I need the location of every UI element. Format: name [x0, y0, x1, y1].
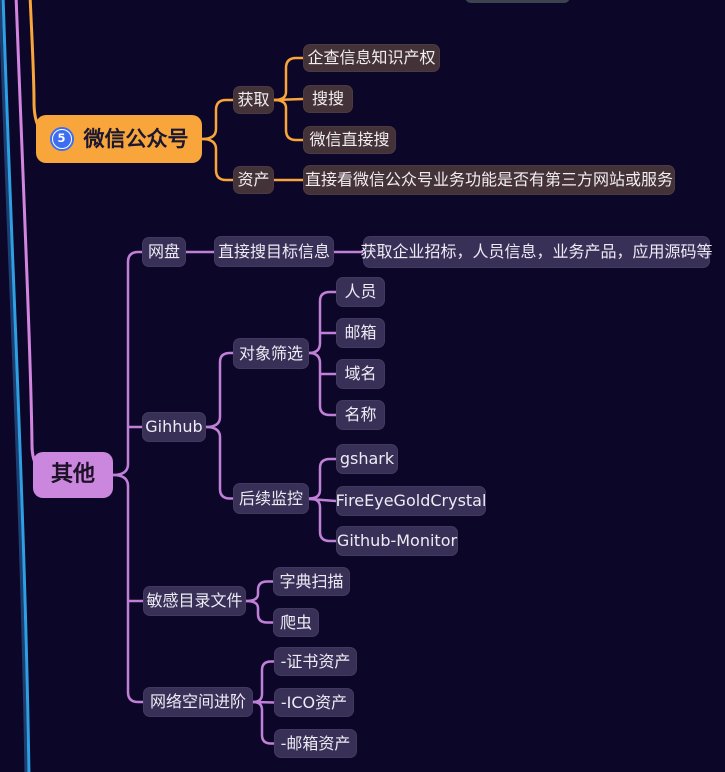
qita-to-wangpan [112, 250, 143, 477]
connector-huoqu-children [273, 56, 304, 142]
node-pachong-label: 爬虫 [279, 612, 312, 632]
node-ico-label: -ICO资产 [280, 692, 348, 712]
wechat-to-zichan [201, 137, 233, 182]
node-mingcheng[interactable]: 名称 [336, 400, 385, 430]
node-gshark[interactable]: gshark [336, 444, 398, 474]
node-zichan-label: 资产 [237, 170, 270, 189]
node-duixiang-label: 对象筛选 [238, 343, 303, 363]
gihhub-to-duixiang [205, 351, 233, 429]
connector-mingan-children [245, 580, 273, 624]
node-zhengshu-label: -证书资产 [280, 651, 351, 671]
node-gihhub-label: Gihhub [145, 417, 203, 436]
node-zichan[interactable]: 资产 [233, 166, 274, 194]
node-huoqu[interactable]: 获取 [233, 86, 274, 114]
node-youxiang-zichan-label: -邮箱资产 [280, 733, 351, 753]
node-sousou[interactable]: 搜搜 [303, 85, 353, 113]
node-zichan-note-label: 直接看微信公众号业务功能是否有第三方网站或服务 [304, 170, 673, 189]
number-5-badge-icon: 5 [49, 127, 74, 151]
trunk-blue-dark-path [0, 0, 28, 772]
node-zidian-label: 字典扫描 [279, 571, 344, 591]
node-direct-search-target-label: 直接搜目标信息 [217, 241, 330, 261]
node-renyuan-label: 人员 [344, 282, 377, 301]
duixiang-to-renyuan [308, 290, 336, 355]
node-fireeyegoldcrystal[interactable]: FireEyeGoldCrystal [336, 486, 486, 516]
connector-wangluo-children [252, 660, 275, 745]
connector-duixiang-children [308, 290, 336, 417]
node-yuming-label: 域名 [344, 364, 377, 383]
badge-number: 5 [51, 129, 72, 149]
trunk-pink-path [14, 0, 62, 477]
houxu-to-gshark [308, 457, 336, 500]
node-top-partial[interactable] [465, 0, 570, 3]
node-pachong[interactable]: 爬虫 [273, 608, 319, 637]
houxu-to-ghmonitor [308, 497, 336, 543]
node-houxu-label: 后续监控 [238, 488, 303, 508]
node-zidian-saomiao[interactable]: 字典扫描 [273, 567, 350, 596]
connector-qita-spine [112, 250, 143, 704]
connector-trunk-blue [1, 0, 31, 772]
node-wangluo-kongjian-jinjie[interactable]: 网络空间进阶 [143, 687, 253, 717]
node-wangluo-label: 网络空间进阶 [149, 692, 246, 711]
node-qicha-ipr-label: 企查信息知识产权 [307, 48, 436, 67]
connector-trunk-pink [14, 0, 62, 477]
node-sousou-label: 搜搜 [311, 89, 344, 108]
node-fireeyegoldcrystal-label: FireEyeGoldCrystal [335, 491, 487, 510]
huoqu-to-qicha [273, 56, 303, 102]
node-gshark-label: gshark [339, 449, 395, 468]
node-huoqu-label: 获取 [237, 90, 270, 109]
gihhub-to-houxu [205, 425, 233, 500]
node-zichan-note[interactable]: 直接看微信公众号业务功能是否有第三方网站或服务 [303, 165, 675, 195]
node-wangpan-result-label: 获取企业招标，人员信息，业务产品，应用源码等 [360, 242, 713, 261]
node-wechat-label: 微信公众号 [83, 126, 189, 151]
connector-gihhub-children [205, 351, 233, 500]
node-mingan-label: 敏感目录文件 [146, 591, 243, 610]
node-youxiang-zichan[interactable]: -邮箱资产 [274, 729, 357, 758]
node-wangpan-result[interactable]: 获取企业招标，人员信息，业务产品，应用源码等 [360, 236, 713, 268]
qita-to-wangluo [112, 473, 143, 704]
node-renyuan[interactable]: 人员 [336, 277, 385, 307]
node-wechat-official-account[interactable]: 5 微信公众号 [36, 115, 202, 163]
node-gihhub[interactable]: Gihhub [142, 412, 206, 442]
node-direct-search-target[interactable]: 直接搜目标信息 [214, 236, 334, 267]
node-duixiang-shaixuan[interactable]: 对象筛选 [233, 338, 309, 369]
mingan-to-zidian [245, 580, 273, 603]
node-qita[interactable]: 其他 [33, 452, 113, 498]
duixiang-to-mingcheng [308, 351, 336, 417]
connector-wechat-children [201, 98, 233, 182]
node-youxiang-label: 邮箱 [344, 323, 377, 342]
node-mingan-mulu-wenjian[interactable]: 敏感目录文件 [143, 586, 246, 616]
connector-trunk-blue-dark [0, 0, 28, 772]
mingan-to-pachong [245, 599, 273, 624]
node-wangpan-label: 网盘 [147, 242, 180, 261]
huoqu-to-wxdirect [273, 98, 303, 142]
node-wangpan[interactable]: 网盘 [142, 237, 186, 267]
node-github-monitor-label: Github-Monitor [336, 531, 458, 550]
connector-houxu-children [308, 457, 337, 543]
node-wechat-direct-search[interactable]: 微信直接搜 [303, 126, 396, 154]
wechat-to-huoqu [201, 98, 233, 141]
node-youxiang[interactable]: 邮箱 [336, 318, 385, 348]
trunk-blue-path [1, 0, 31, 772]
node-ico-zichan[interactable]: -ICO资产 [274, 688, 354, 717]
node-wechat-direct-search-label: 微信直接搜 [309, 130, 390, 149]
node-github-monitor[interactable]: Github-Monitor [336, 526, 458, 556]
node-zhengshu-zichan[interactable]: -证书资产 [274, 647, 357, 676]
node-qita-label: 其他 [50, 462, 95, 487]
wangluo-to-youxiangzichan [252, 700, 274, 745]
node-qicha-ipr[interactable]: 企查信息知识产权 [303, 44, 440, 72]
node-mingcheng-label: 名称 [344, 405, 377, 424]
node-houxu-jiankong[interactable]: 后续监控 [233, 483, 309, 514]
wangluo-to-zhengshu [252, 660, 274, 704]
node-yuming[interactable]: 域名 [336, 359, 385, 389]
